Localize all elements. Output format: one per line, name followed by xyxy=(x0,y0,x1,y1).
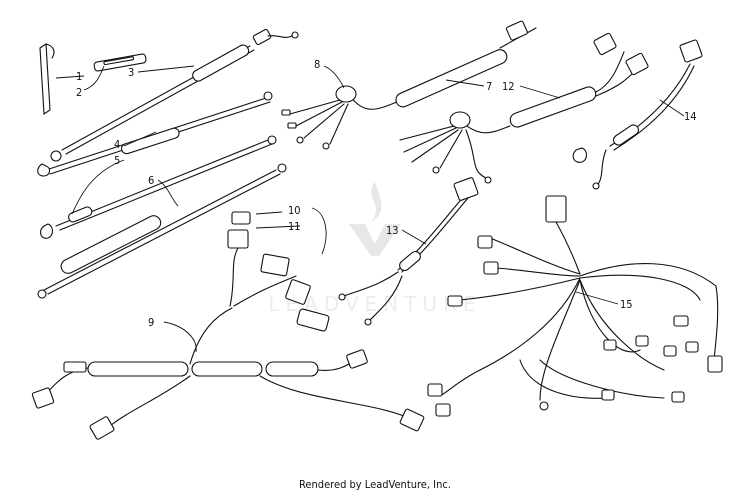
part-5-wire xyxy=(39,135,277,239)
callout-1: 1 xyxy=(76,70,82,83)
part-8-harness xyxy=(281,20,537,150)
part-14-harness xyxy=(572,39,703,190)
part-12-harness xyxy=(399,32,649,184)
callout-10: 10 xyxy=(288,204,301,217)
callout-leaders xyxy=(55,65,685,353)
part-6-wire xyxy=(37,163,287,299)
callout-4: 4 xyxy=(114,138,120,151)
part-3-wire xyxy=(50,28,299,162)
callout-15: 15 xyxy=(620,298,633,311)
part-9-harness xyxy=(31,211,425,440)
leadventure-logo-watermark xyxy=(349,182,401,256)
callout-14: 14 xyxy=(684,110,697,123)
callout-8: 8 xyxy=(314,58,320,71)
callout-3: 3 xyxy=(128,66,134,79)
callout-2: 2 xyxy=(76,86,82,99)
callout-7: 7 xyxy=(486,80,492,93)
part-4-wire xyxy=(37,91,273,177)
callout-12: 12 xyxy=(502,80,515,93)
part-13-harness xyxy=(338,177,479,326)
part-1-strap xyxy=(39,43,55,115)
callout-11: 11 xyxy=(288,220,301,233)
callout-13: 13 xyxy=(386,224,399,237)
callout-5: 5 xyxy=(114,154,120,167)
part-2-bracket xyxy=(93,53,147,72)
part-15-harness xyxy=(427,195,723,417)
rendered-by-footer: Rendered by LeadVenture, Inc. xyxy=(299,478,451,491)
callout-6: 6 xyxy=(148,174,154,187)
callout-9: 9 xyxy=(148,316,154,329)
